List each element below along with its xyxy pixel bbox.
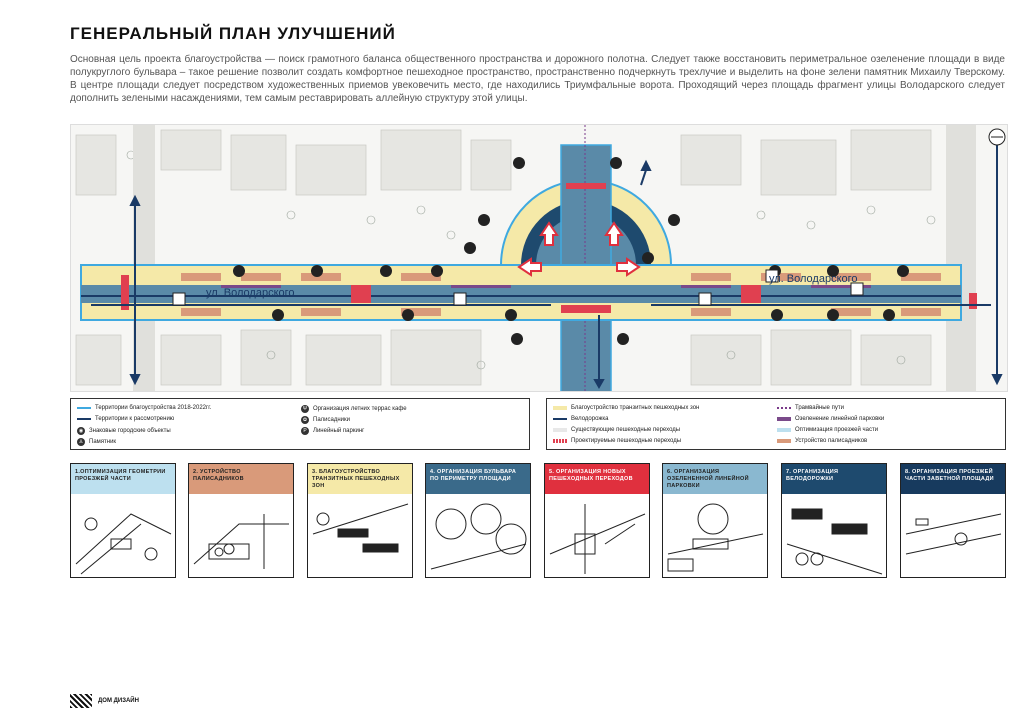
- card-5: 5. ОРГАНИЗАЦИЯ НОВЫХ ПЕШЕХОДНЫХ ПЕРЕХОДО…: [544, 463, 650, 578]
- page-intro: Основная цель проекта благоустройства — …: [70, 54, 1005, 104]
- legend-item-palisades: Устройство палисадников: [777, 438, 867, 444]
- card-3: 3. БЛАГОУСТРОЙСТВО ТРАНЗИТНЫХ ПЕШЕХОДНЫХ…: [307, 463, 413, 578]
- legend-item-parking-greening: Озеленение линейной парковки: [777, 416, 884, 422]
- legend-item-bike-lane: Велодорожка: [553, 416, 608, 422]
- legend-item-territories-review: Территории к рассмотрению: [77, 416, 174, 422]
- legend-item-garden: ✿Палисадники: [301, 416, 350, 424]
- page-title: ГЕНЕРАЛЬНЫЙ ПЛАН УЛУЧШЕНИЙ: [70, 24, 396, 43]
- legend-item-tram: Трамвайные пути: [777, 405, 844, 411]
- legend-item-landmarks: ◉Знаковые городские объекты: [77, 427, 171, 435]
- legend-item-territories-2018: Территории благоустройства 2018-2022гг.: [77, 405, 211, 411]
- studio-logo-text: ДОМ ДИЗАЙН: [98, 698, 139, 704]
- master-plan-map: ул. Володарского ул. Володарского: [70, 124, 1008, 392]
- card-2: 2. УСТРОЙСТВО ПАЛИСАДНИКОВ: [188, 463, 294, 578]
- garden-icon: ✿: [301, 416, 309, 424]
- card-8: 8. ОРГАНИЗАЦИЯ ПРОЕЗЖЕЙ ЧАСТИ ЗАВЕТНОЙ П…: [900, 463, 1006, 578]
- plan-icons: [233, 157, 909, 345]
- legend-left: Территории благоустройства 2018-2022гг. …: [70, 398, 530, 450]
- footer-logos: ДОМ ДИЗАЙН: [70, 694, 139, 708]
- parking-icon: P: [301, 427, 309, 435]
- legend-item-transit-zones: Благоустройство транзитных пешеходных зо…: [553, 405, 699, 411]
- legend-right: Благоустройство транзитных пешеходных зо…: [546, 398, 1006, 450]
- legend-item-roadway: Оптимизация проезжей части: [777, 427, 878, 433]
- street-label-right: ул. Володарского: [769, 273, 858, 285]
- card-6: 6. ОРГАНИЗАЦИЯ ОЗЕЛЕНЕННОЙ ЛИНЕЙНОЙ ПАРК…: [662, 463, 768, 578]
- studio-logo-icon: [70, 694, 92, 708]
- street-label-left: ул. Володарского: [206, 287, 295, 299]
- legend-item-new-crossings: Проектируемые пешеходные переходы: [553, 438, 681, 444]
- background-buildings: [75, 129, 932, 386]
- card-7: 7. ОРГАНИЗАЦИЯ ВЕЛОДОРОЖКИ: [781, 463, 887, 578]
- cafe-icon: Ψ: [301, 405, 309, 413]
- palisades: [181, 273, 941, 316]
- card-1: 1.ОПТИМИЗАЦИЯ ГЕОМЕТРИИ ПРОЕЗЖЕЙ ЧАСТИ: [70, 463, 176, 578]
- legend-item-existing-crossings: Существующие пешеходные переходы: [553, 427, 680, 433]
- card-4: 4. ОРГАНИЗАЦИЯ БУЛЬВАРА ПО ПЕРИМЕТРУ ПЛО…: [425, 463, 531, 578]
- monument-icon: ♙: [77, 438, 85, 446]
- legend-item-monument: ♙Памятник: [77, 438, 117, 446]
- camera-icon: ◉: [77, 427, 85, 435]
- improvement-cards: 1.ОПТИМИЗАЦИЯ ГЕОМЕТРИИ ПРОЕЗЖЕЙ ЧАСТИ 2…: [70, 463, 1006, 578]
